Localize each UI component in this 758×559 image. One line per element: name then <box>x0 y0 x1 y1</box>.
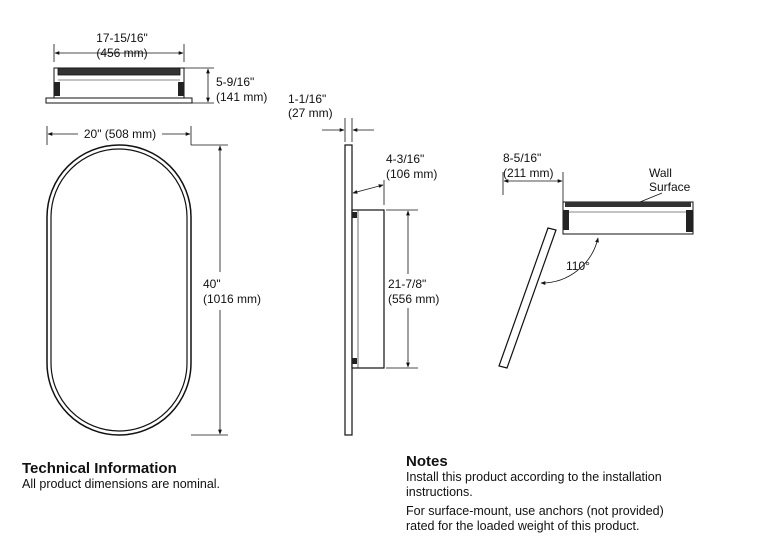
side-frame-depth-mm-label: (27 mm) <box>288 106 333 120</box>
top-view-mirror-frame <box>45 97 193 104</box>
notes-line-4: rated for the loaded weight of this prod… <box>406 519 640 533</box>
side-box-height-mm-label: (556 mm) <box>388 292 439 306</box>
open-projection-mm-label: (211 mm) <box>503 166 553 180</box>
top-depth-mm-label: (141 mm) <box>216 90 267 104</box>
top-width-mm-label: (456 mm) <box>96 46 147 60</box>
open-projection-label: 8-5/16" <box>503 151 541 165</box>
open-view-cabinet-body <box>562 201 694 235</box>
wall-label: Wall <box>649 166 672 180</box>
side-box-height-label: 21-7/8" <box>388 277 426 291</box>
technical-information-text: All product dimensions are nominal. <box>22 477 221 491</box>
front-height-label: 40" <box>203 277 221 291</box>
side-view-mirror-frame <box>344 144 353 436</box>
side-view: 1-1/16" (27 mm) 4-3/16" (106 mm) 21-7/8"… <box>288 92 439 436</box>
wall-surface-label: Surface <box>649 180 691 194</box>
side-frame-depth-label: 1-1/16" <box>288 92 326 106</box>
wall-leader-line <box>639 192 663 203</box>
notes-line-2: instructions. <box>406 485 473 499</box>
side-view-cabinet-box <box>351 209 385 369</box>
notes-line-1: Install this product according to the in… <box>406 470 662 484</box>
oval-mirror-inner-frame <box>50 148 188 432</box>
side-box-depth-label: 4-3/16" <box>386 152 424 166</box>
open-angle-arc <box>540 237 599 285</box>
front-width-label: 20" (508 mm) <box>84 127 156 141</box>
top-depth-label: 5-9/16" <box>216 75 254 89</box>
side-box-depth-mm-label: (106 mm) <box>386 167 437 181</box>
front-height-mm-label: (1016 mm) <box>203 292 261 306</box>
open-angle-label: 110° <box>566 259 590 273</box>
open-view: 8-5/16" (211 mm) Wall Surface 110° <box>498 151 694 369</box>
notes-line-3: For surface-mount, use anchors (not prov… <box>406 504 664 518</box>
technical-information-section: Technical Information All product dimens… <box>22 460 352 492</box>
top-view: 17-15/16" (456 mm) 5-9/16" (141 mm) <box>45 31 267 104</box>
open-mirror-door <box>498 227 557 369</box>
notes-section: Notes Install this product according to … <box>406 453 746 534</box>
front-view: 20" (508 mm) 40" (1016 mm) <box>46 126 261 436</box>
notes-title: Notes <box>406 453 448 470</box>
side-box-depth-dimension-line <box>352 184 384 194</box>
top-width-label: 17-15/16" <box>96 31 148 45</box>
technical-information-title: Technical Information <box>22 460 177 477</box>
oval-mirror-outer-frame <box>46 144 192 436</box>
